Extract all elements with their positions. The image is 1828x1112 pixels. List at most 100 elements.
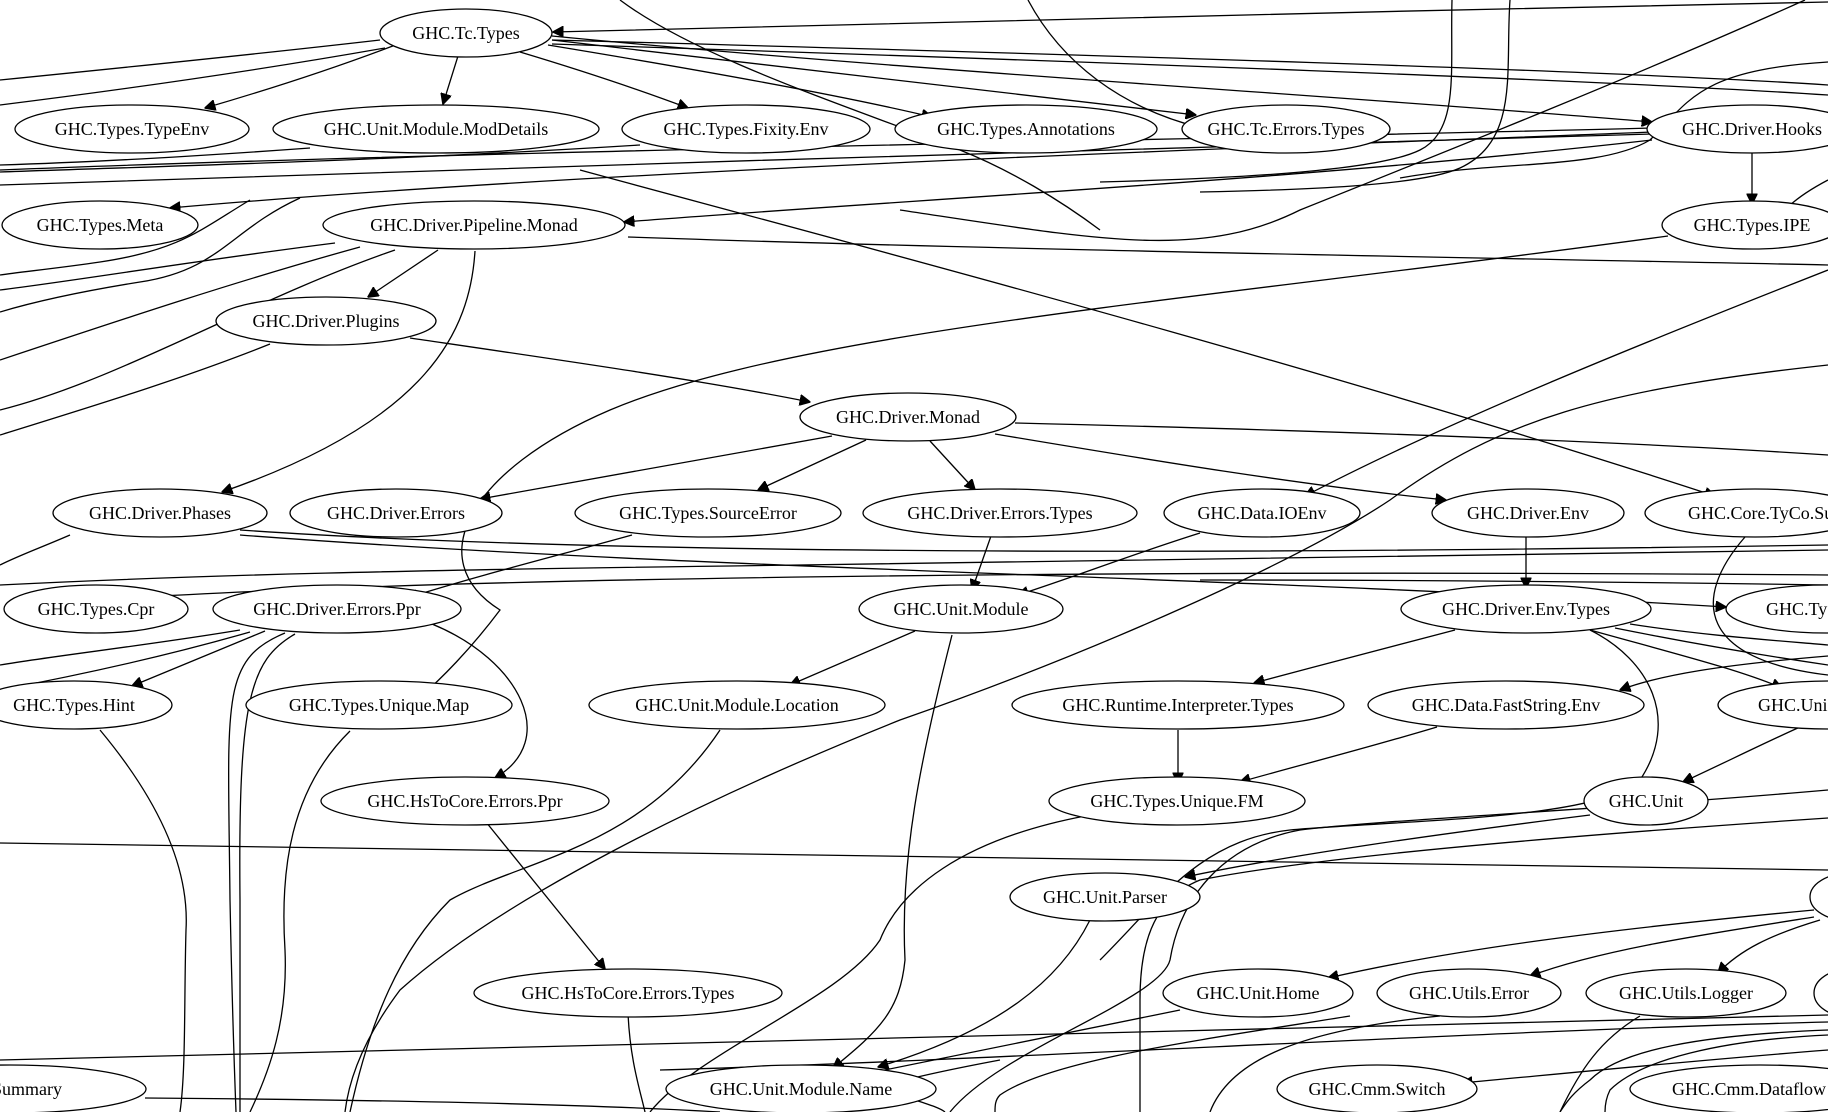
node-ghc-utils-error[interactable]: GHC.Utils.Error	[1376, 968, 1562, 1018]
edge-left-curves-meta-a	[0, 199, 251, 276]
edge-node1-to-utils-logger	[1718, 919, 1821, 973]
edge-utils-logger-down	[1559, 1015, 1641, 1112]
edge-bottom-curve-b	[1604, 1034, 1828, 1112]
node-ghc-unit-module-name[interactable]: GHC.Unit.Module.Name	[665, 1064, 937, 1112]
edge-tc-types-to-driver-hooks	[551, 35, 1652, 122]
edge-unit-right-to-unit	[1683, 726, 1801, 782]
node-ghc-unit-home[interactable]: GHC.Unit.Home	[1162, 968, 1354, 1018]
node-ghc-types-unique-fm[interactable]: GHC.Types.Unique.FM	[1048, 776, 1306, 826]
node-ghc-unit-module-location[interactable]: GHC.Unit.Module.Location	[588, 680, 886, 730]
edge-pipeline-left-1	[0, 242, 336, 291]
node-ghc-unit-module-moddetails[interactable]: GHC.Unit.Module.ModDetails	[272, 104, 600, 154]
node-ghc-driver-env-types[interactable]: GHC.Driver.Env.Types	[1400, 584, 1652, 634]
node-label: GHC.Runtime.Interpreter.Types	[1062, 695, 1293, 715]
node-ghc-driver-pipeline-monad[interactable]: GHC.Driver.Pipeline.Monad	[322, 200, 626, 250]
node-ghc-driver-monad[interactable]: GHC.Driver.Monad	[799, 392, 1017, 442]
edge-driver-monad-to-sourceerror	[758, 439, 867, 490]
node-ghc-modsummary[interactable]: ModSummary	[0, 1064, 147, 1112]
edge-unit-module-to-location	[790, 630, 916, 685]
edge-curve-into-tc-types-b	[1027, 0, 1211, 131]
node-ghc-types-fixity-env[interactable]: GHC.Types.Fixity.Env	[621, 104, 871, 154]
edge-unit-module-to-name	[833, 634, 953, 1068]
edge-driver-monad-to-env	[994, 433, 1446, 500]
edge-errors-ppr-left-1	[0, 629, 241, 666]
node-ghc-types-unique-map[interactable]: GHC.Types.Unique.Map	[245, 680, 513, 730]
node-ghc-driver-hooks[interactable]: GHC.Driver.Hooks	[1646, 104, 1828, 154]
edge-phases-left	[0, 534, 71, 566]
node-ghc-unit-parser[interactable]: GHC.Unit.Parser	[1009, 872, 1201, 922]
edge-pipeline-to-unique-map	[627, 236, 1828, 266]
node-ghc-edge-node-1[interactable]	[1809, 873, 1828, 921]
edge-diag-to-ioenv	[1305, 269, 1828, 496]
node-ghc-unit-module[interactable]: GHC.Unit.Module	[858, 584, 1064, 634]
node-label: GHC.Unit.Module	[894, 599, 1029, 619]
node-ghc-core-tyco-subst[interactable]: GHC.Core.TyCo.Su	[1644, 488, 1828, 538]
edge-ipe-to-unique-map	[420, 235, 1669, 697]
edge-location-down	[349, 729, 721, 1112]
edge-pipeline-to-plugins	[368, 249, 439, 297]
edge-errors-ppr-to-hint	[132, 630, 266, 686]
node-ghc-edge-node-2[interactable]	[1813, 969, 1828, 1017]
node-label: GHC.Driver.Plugins	[252, 311, 399, 331]
edge-hint-down	[99, 729, 187, 1112]
node-ghc-utils-logger[interactable]: GHC.Utils.Logger	[1585, 968, 1787, 1018]
node-ghc-types-typeenv[interactable]: GHC.Types.TypeEnv	[14, 104, 250, 154]
node-label: GHC.Ty	[1766, 599, 1827, 619]
node-ghc-cmm-dataflow[interactable]: GHC.Cmm.Dataflow	[1629, 1064, 1828, 1112]
edge-utils-error-down	[1209, 1015, 1441, 1112]
edge-hooks-to-pipeline-monad	[624, 139, 1653, 222]
node-ghc-data-faststring-env[interactable]: GHC.Data.FastString.Env	[1367, 680, 1645, 730]
node-label: GHC.Driver.Pipeline.Monad	[370, 215, 577, 235]
edge-unique-map-down	[249, 730, 351, 1112]
edge-plugins-left	[0, 343, 271, 436]
node-ghc-hstocore-errors-ppr[interactable]: GHC.HsToCore.Errors.Ppr	[320, 776, 610, 826]
node-ghc-unit-right[interactable]: GHC.Uni	[1717, 680, 1828, 730]
edge-unique-fm-down	[649, 815, 1086, 1112]
node-ghc-driver-errors-ppr[interactable]: GHC.Driver.Errors.Ppr	[212, 584, 462, 634]
node-ghc-types-ipe[interactable]: GHC.Types.IPE	[1661, 200, 1828, 250]
node-ghc-types-cpr[interactable]: GHC.Types.Cpr	[3, 584, 189, 634]
node-ghc-tc-errors-types[interactable]: GHC.Tc.Errors.Types	[1181, 104, 1391, 154]
node-label: GHC.Types.Cpr	[38, 599, 155, 619]
node-ghc-data-ioenv[interactable]: GHC.Data.IOEnv	[1163, 488, 1361, 538]
node-ghc-driver-errors[interactable]: GHC.Driver.Errors	[289, 488, 503, 538]
node-ghc-unit[interactable]: GHC.Unit	[1583, 776, 1709, 826]
edge-tc-types-to-tc-errors-types	[551, 39, 1196, 115]
node-ghc-types-sourceerror[interactable]: GHC.Types.SourceError	[574, 488, 842, 538]
node-ghc-driver-errors-types[interactable]: GHC.Driver.Errors.Types	[862, 488, 1138, 538]
node-label: GHC.Types.Annotations	[937, 119, 1115, 139]
node-label: GHC.Uni	[1758, 695, 1828, 715]
edge-parser-to-name	[878, 919, 1091, 1067]
edge-left-offscreen-1	[0, 39, 381, 81]
edge-moddetails-left	[0, 147, 311, 166]
edge-top-diagonal-to-ioenv	[899, 0, 1806, 242]
node-ghc-hstocore-errors-types[interactable]: GHC.HsToCore.Errors.Types	[473, 968, 783, 1018]
node-ghc-cmm-switch[interactable]: GHC.Cmm.Switch	[1276, 1064, 1478, 1112]
edge-tc-types-to-fixity-env	[519, 51, 688, 108]
edge-pipeline-left-3	[0, 249, 396, 411]
node-ghc-driver-env[interactable]: GHC.Driver.Env	[1431, 488, 1625, 538]
node-ghc-types-annotations[interactable]: GHC.Types.Annotations	[894, 104, 1158, 154]
node-label: GHC.Unit.Parser	[1043, 887, 1167, 907]
node-label: GHC.Unit	[1609, 791, 1684, 811]
edge-driver-monad-to-errors	[480, 435, 833, 499]
node-label: GHC.Types.Unique.Map	[289, 695, 469, 715]
node-ghc-types-meta[interactable]: GHC.Types.Meta	[1, 200, 199, 250]
node-label: GHC.Unit.Module.ModDetails	[324, 119, 549, 139]
edge-faststring-to-unique-fm	[1240, 726, 1438, 782]
node-ghc-driver-phases[interactable]: GHC.Driver.Phases	[52, 488, 268, 538]
node-ghc-driver-plugins[interactable]: GHC.Driver.Plugins	[215, 296, 437, 346]
node-label: GHC.HsToCore.Errors.Ppr	[367, 791, 562, 811]
node-ghc-types-right[interactable]: GHC.Ty	[1725, 584, 1828, 634]
node-label: GHC.Tc.Types	[412, 23, 519, 43]
node-label: GHC.Driver.Monad	[836, 407, 980, 427]
edge-modsummary-right	[144, 1097, 721, 1112]
edge-phases-right	[239, 529, 1828, 552]
node-label: GHC.HsToCore.Errors.Types	[522, 983, 735, 1003]
edge-bottom-curve-c	[994, 1015, 1351, 1112]
edge-core-tyco-curve	[1712, 536, 1828, 676]
node-ghc-runtime-interpreter-types[interactable]: GHC.Runtime.Interpreter.Types	[1011, 680, 1345, 730]
node-ghc-types-hint[interactable]: GHC.Types.Hint	[0, 680, 173, 730]
node-ghc-tc-types[interactable]: GHC.Tc.Types	[379, 8, 553, 58]
